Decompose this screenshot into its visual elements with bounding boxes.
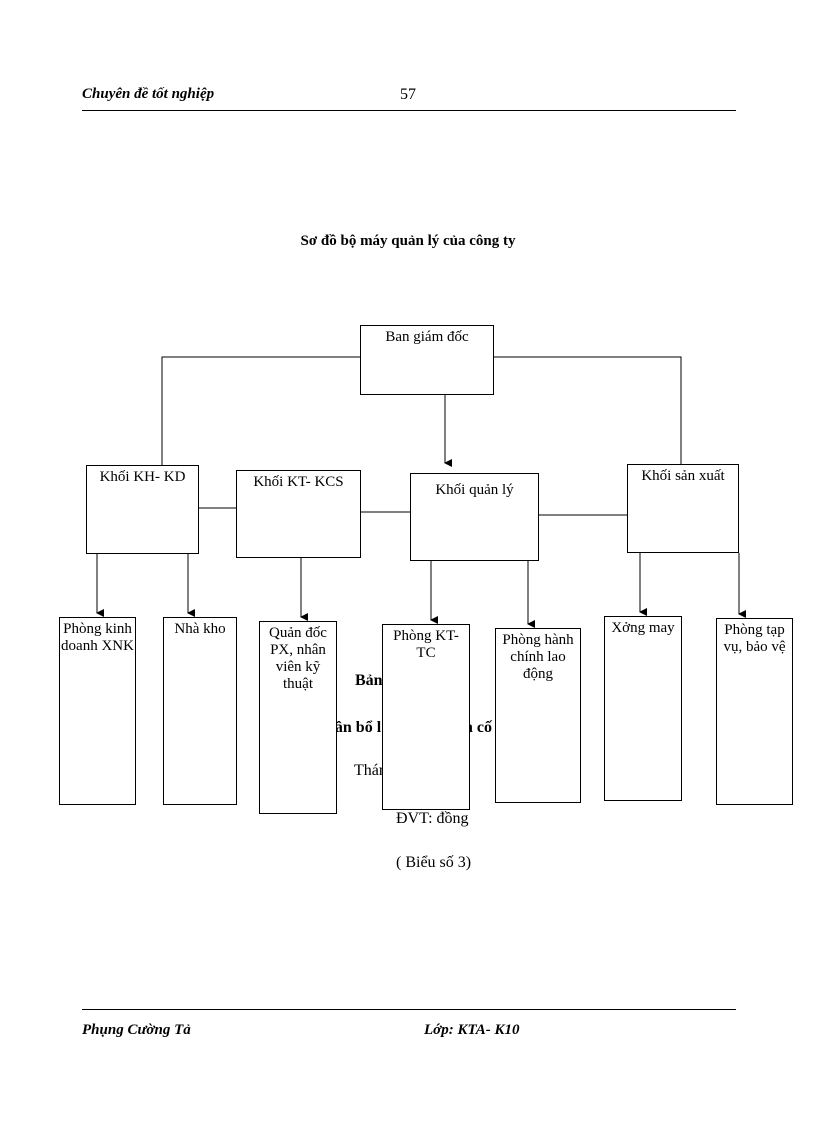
box-xuong-may: Xởng may xyxy=(604,616,682,801)
box-label: Phòng kinh doanh XNK xyxy=(61,621,134,654)
box-label: Xởng may xyxy=(611,620,675,636)
box-phong-hanh-chinh: Phòng hành chính lao động xyxy=(495,628,581,803)
box-label: Khối sản xuất xyxy=(641,468,725,484)
table-reference: ( Biểu số 3) xyxy=(396,854,472,871)
box-label: Khối quản lý xyxy=(435,482,514,498)
unit-label: ĐVT: đồng xyxy=(396,810,469,827)
box-khoi-quan-ly: Khối quản lý xyxy=(410,473,539,561)
table-heading-fragment: Bảng xyxy=(355,672,391,689)
box-phong-kinh-doanh: Phòng kinh doanh XNK xyxy=(59,617,136,805)
box-nha-kho: Nhà kho xyxy=(163,617,237,805)
diagram-title: Sơ đồ bộ máy quản lý của công ty xyxy=(300,233,516,249)
box-quan-doc-px: Quản đốc PX, nhân viên kỹ thuật xyxy=(259,621,337,814)
box-label: Khối KT- KCS xyxy=(253,474,344,490)
table-subheading-fragment-1: hân bổ l xyxy=(326,719,382,736)
box-khoi-kh-kd: Khối KH- KD xyxy=(86,465,199,554)
box-label: Nhà kho xyxy=(174,621,226,637)
box-khoi-san-xuat: Khối sản xuất xyxy=(627,464,739,553)
box-label: Phòng KT- TC xyxy=(393,628,459,661)
footer-class: Lớp: KTA- K10 xyxy=(424,1022,520,1038)
footer-rule xyxy=(82,1009,736,1010)
box-label: Khối KH- KD xyxy=(99,469,186,485)
page-number: 57 xyxy=(400,86,416,103)
box-label: Quản đốc PX, nhân viên kỹ thuật xyxy=(269,625,327,692)
box-label: Ban giám đốc xyxy=(385,329,469,345)
box-khoi-kt-kcs: Khối KT- KCS xyxy=(236,470,361,558)
box-label: Phòng tạp vụ, bảo vệ xyxy=(723,622,786,655)
table-subheading-fragment-2: n cố xyxy=(464,719,492,736)
box-ban-giam-doc: Ban giám đốc xyxy=(360,325,494,395)
box-phong-tap-vu: Phòng tạp vụ, bảo vệ xyxy=(716,618,793,805)
footer-author: Phụng Cường Tả xyxy=(82,1022,191,1038)
box-label: Phòng hành chính lao động xyxy=(502,632,574,682)
header-title: Chuyên đề tốt nghiệp xyxy=(82,86,215,102)
box-phong-kt-tc: Phòng KT- TC xyxy=(382,624,470,810)
header-rule xyxy=(82,110,736,111)
